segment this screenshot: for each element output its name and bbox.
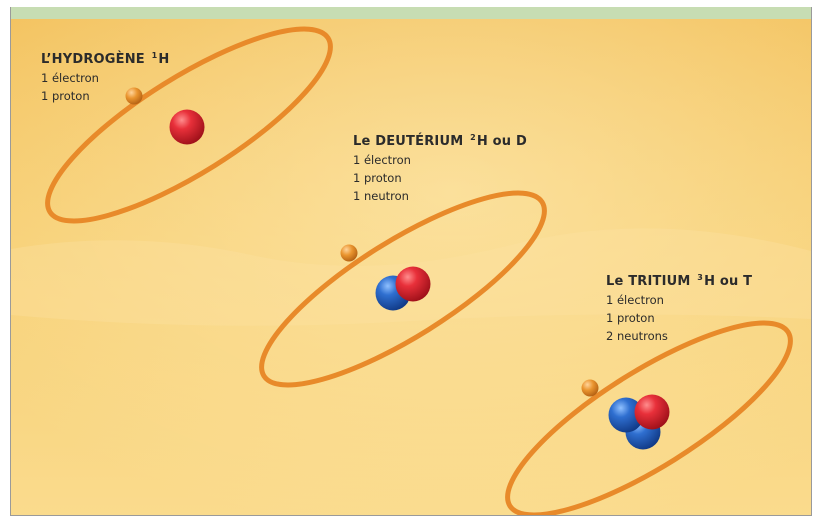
hydrogen-electron-count: 1 électron [41, 71, 99, 85]
hydrogen-proton-count: 1 proton [41, 89, 90, 103]
deuterium-proton [395, 266, 431, 302]
tritium-mass-number: 3 [697, 273, 704, 282]
tritium-atom [505, 320, 793, 515]
deuterium-atom [259, 190, 547, 388]
top-strip [11, 7, 811, 19]
tritium-electron-count: 1 électron [606, 293, 664, 307]
hydrogen-mass-number: 1 [151, 51, 158, 60]
tritium-title: Le TRITIUM 3H ou T [606, 273, 753, 289]
hydrogen-proton [169, 109, 205, 145]
deuterium-electron [340, 244, 358, 262]
hydrogen-title: L’HYDROGÈNE 1H [41, 51, 170, 67]
deuterium-label: Le DEUTÉRIUM 2H ou D 1 électron 1 proton… [353, 129, 527, 205]
tritium-label: Le TRITIUM 3H ou T 1 électron 1 proton 2… [606, 269, 752, 345]
deuterium-electron-count: 1 électron [353, 153, 411, 167]
tritium-neutron-count: 2 neutrons [606, 329, 668, 343]
deuterium-neutron-count: 1 neutron [353, 189, 409, 203]
deuterium-title: Le DEUTÉRIUM 2H ou D [353, 133, 527, 149]
hydrogen-orbit [45, 26, 333, 224]
deuterium-proton-count: 1 proton [353, 171, 402, 185]
tritium-orbit [505, 320, 793, 515]
tritium-proton [634, 394, 670, 430]
isotope-illustration [11, 19, 811, 515]
hydrogen-label: L’HYDROGÈNE 1H 1 électron 1 proton [41, 47, 170, 105]
deuterium-mass-number: 2 [470, 133, 476, 142]
hydrogen-electron [125, 87, 143, 105]
hydrogen-atom [45, 26, 333, 224]
tritium-neutron-1 [608, 397, 644, 433]
diagram-frame: L’HYDROGÈNE 1H 1 électron 1 proton Le DE… [10, 7, 812, 516]
tritium-proton-count: 1 proton [606, 311, 655, 325]
isotope-scene: L’HYDROGÈNE 1H 1 électron 1 proton Le DE… [11, 19, 811, 515]
deuterium-orbit [259, 190, 547, 388]
tritium-electron [581, 379, 599, 397]
